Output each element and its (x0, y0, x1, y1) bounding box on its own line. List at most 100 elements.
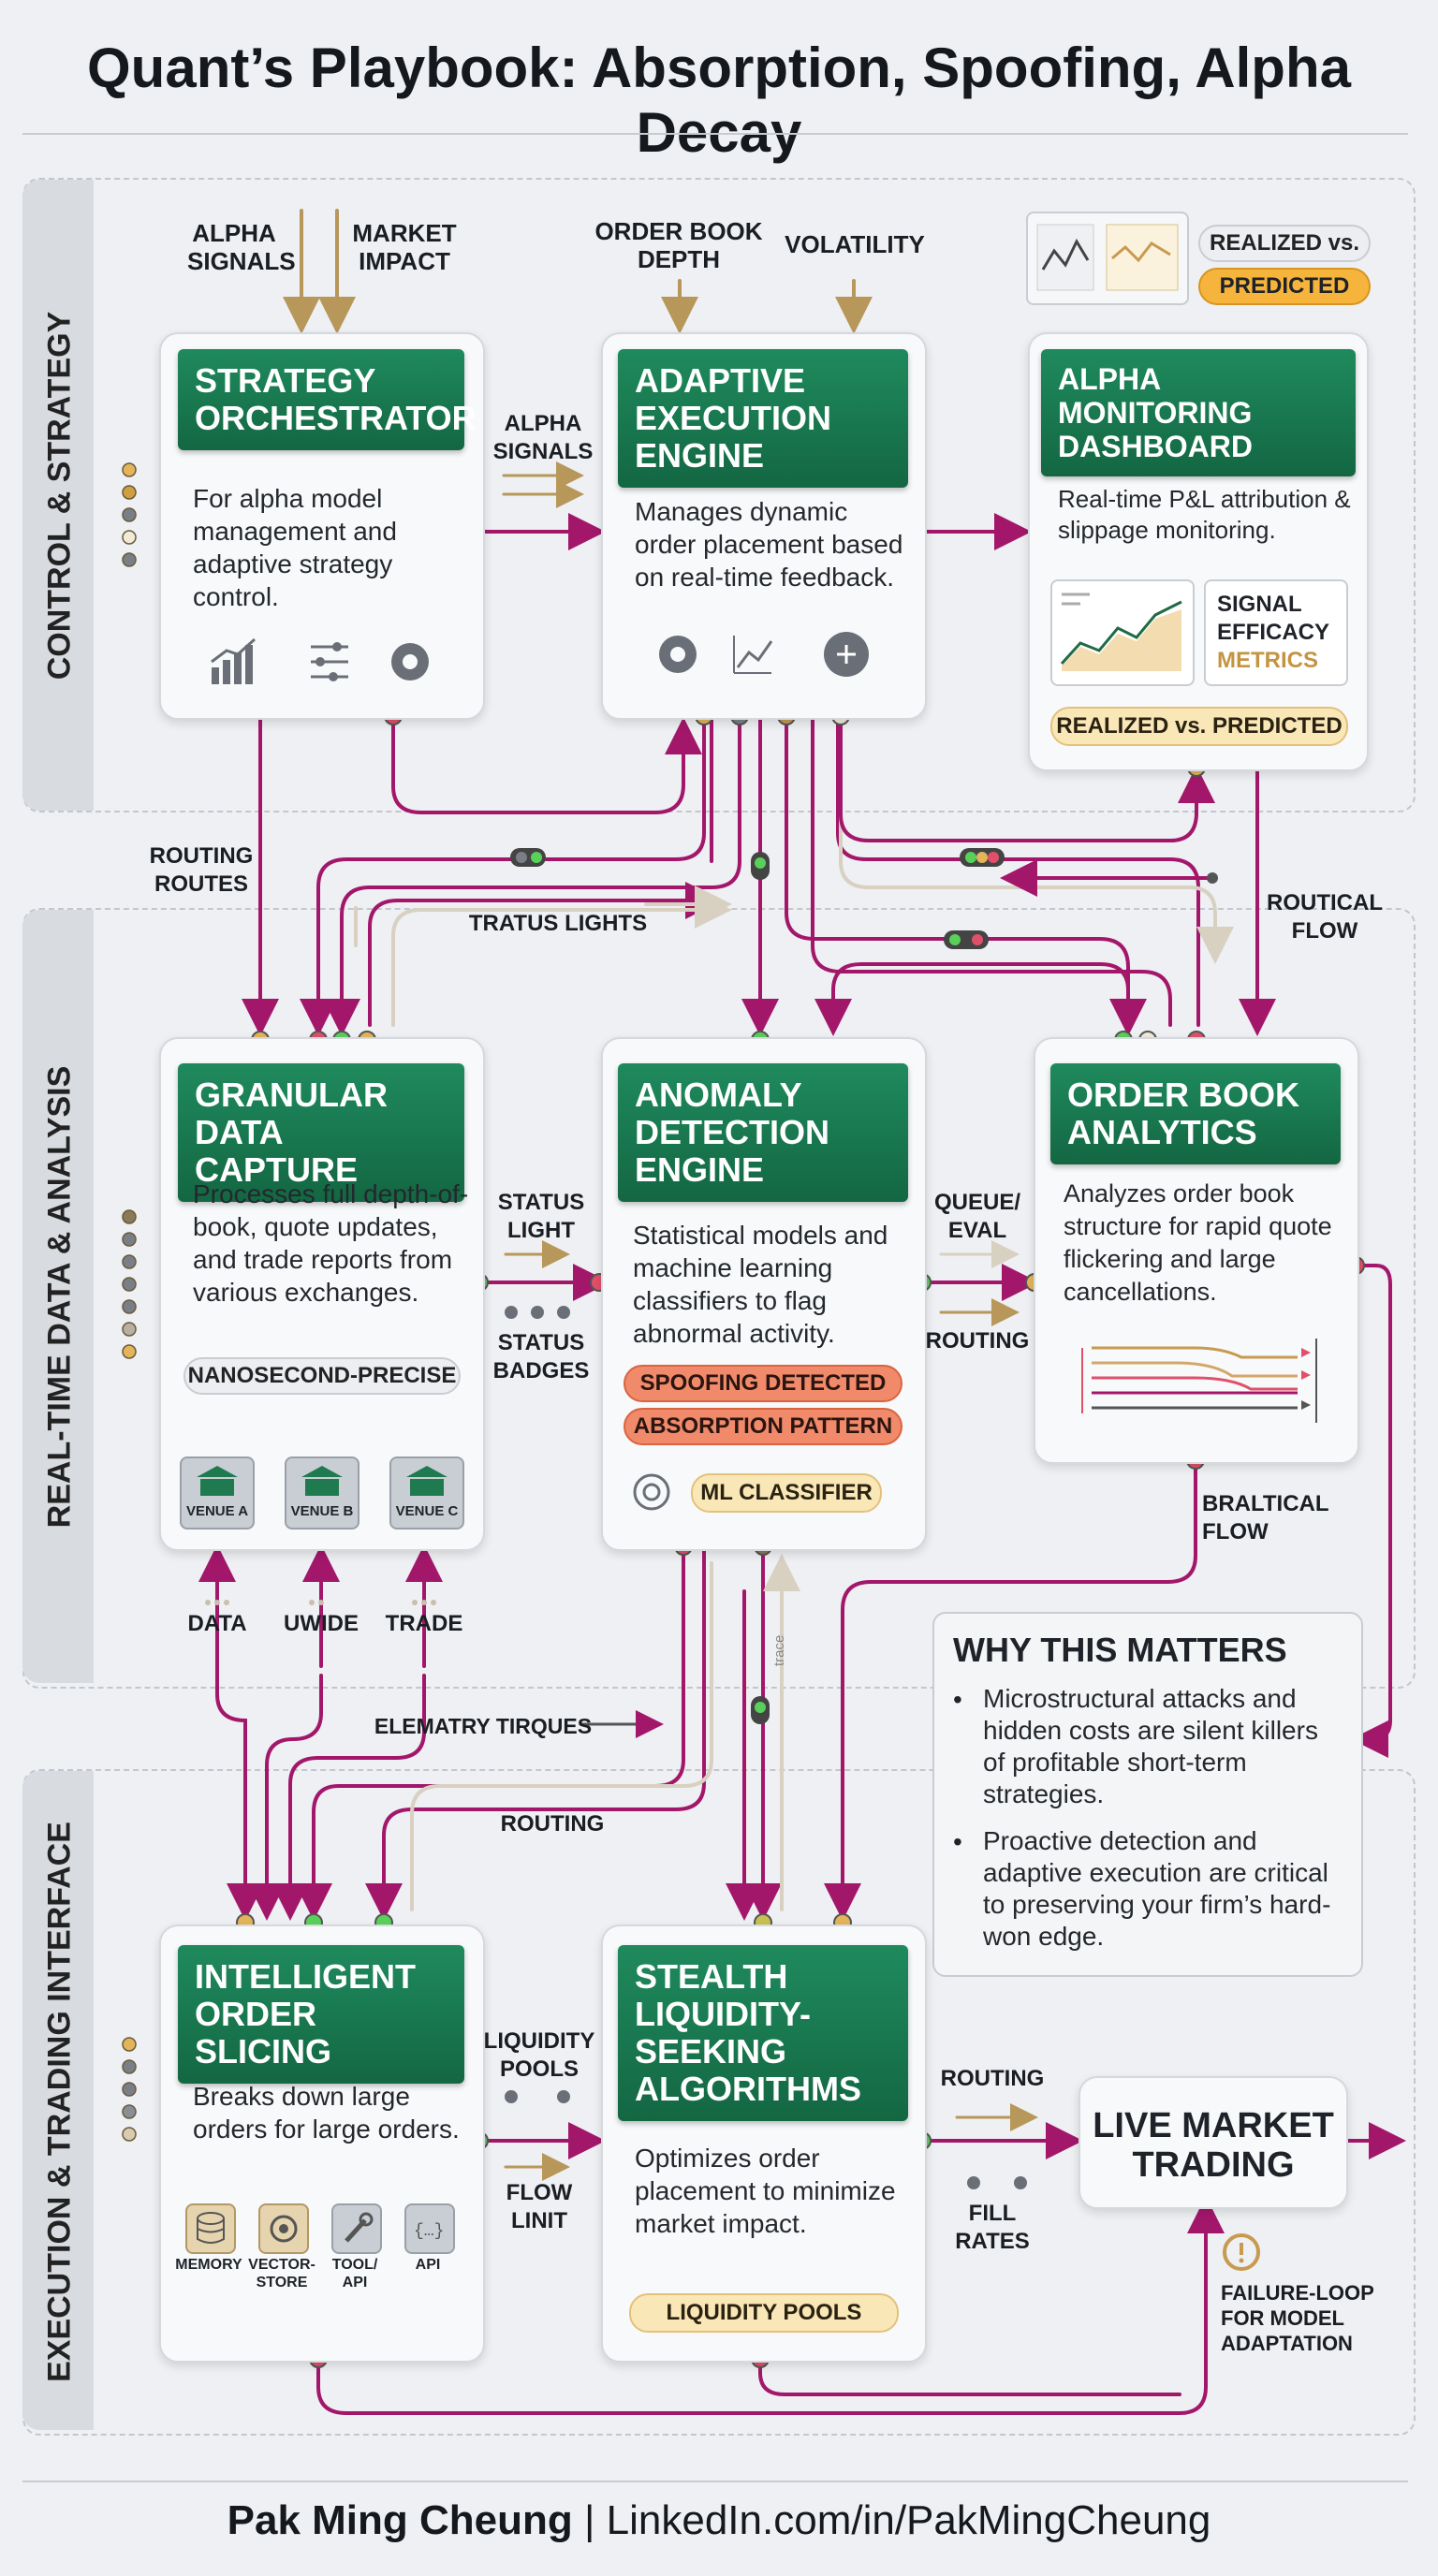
stealth-liquidity-title: STEALTH LIQUIDITY-SEEKING ALGORITHMS (618, 1945, 908, 2121)
absorption-pattern-pill: ABSORPTION PATTERN (624, 1408, 902, 1445)
signal-text: SIGNAL (1217, 592, 1302, 617)
granular-data-card[interactable]: GRANULAR DATA CAPTURE Processes full dep… (159, 1037, 485, 1551)
alpha-monitoring-title: ALPHA MONITORING DASHBOARD (1041, 349, 1356, 476)
venue-c-label: VENUE C (395, 1503, 459, 1519)
metrics-text: METRICS (1217, 648, 1318, 673)
why-bullet-1: Microstructural attacks and hidden costs… (983, 1684, 1318, 1808)
venue-c: VENUE C (389, 1456, 464, 1530)
memory-icon (185, 2203, 236, 2254)
api-icon: {…} (404, 2203, 455, 2254)
order-slicing-card[interactable]: INTELLIGENT ORDER SLICING Breaks down la… (159, 1925, 485, 2363)
label-trade: TRADE (385, 1611, 463, 1636)
strategy-icons (211, 637, 429, 684)
mini-dashboard-icon (1026, 212, 1189, 305)
adaptive-execution-title: ADAPTIVE EXECUTION ENGINE (618, 349, 908, 488)
label-routing-2: ROUTING (500, 1811, 605, 1837)
label-routical-flow: ROUTICAL FLOW (1267, 890, 1383, 944)
badge-realized: REALIZED vs. (1198, 225, 1371, 262)
badge-predicted: PREDICTED (1198, 268, 1371, 305)
svg-text:{…}: {…} (414, 2222, 444, 2241)
anomaly-detection-title: ANOMALY DETECTION ENGINE (618, 1063, 908, 1202)
why-this-matters-panel: WHY THIS MATTERS • Microstructural attac… (932, 1612, 1363, 1977)
venue-b-label: VENUE B (290, 1503, 354, 1519)
venue-b: VENUE B (285, 1456, 360, 1530)
band-control-label-bg (22, 180, 94, 811)
label-failure-loop: FAILURE-LOOP FOR MODEL ADAPTATION (1221, 2281, 1374, 2355)
label-routing-3: ROUTING (940, 2066, 1045, 2091)
page-title: Quant’s Playbook: Absorption, Spoofing, … (87, 37, 1351, 164)
label-braltical-flow: BRALTICAL FLOW (1202, 1491, 1329, 1544)
live-market-trading-title: LIVE MARKET TRADING (1093, 2106, 1334, 2185)
band-execution-label-bg (22, 1771, 94, 2430)
anomaly-detection-card[interactable]: ANOMALY DETECTION ENGINE Statistical mod… (601, 1037, 927, 1551)
label-uwide: UWIDE (284, 1611, 359, 1636)
granular-data-desc: Processes full depth-of-book, quote upda… (193, 1179, 469, 1307)
venue-a: VENUE A (180, 1456, 255, 1530)
author-name: Pak Ming Cheung (227, 2497, 573, 2543)
order-slicing-title: INTELLIGENT ORDER SLICING (178, 1945, 464, 2084)
label-tratus-lights: TRATUS LIGHTS (468, 911, 648, 936)
live-market-trading-card[interactable]: LIVE MARKET TRADING (1078, 2076, 1348, 2209)
label-fill-rates: FILL RATES (955, 2201, 1030, 2254)
input-market-impact: MARKET IMPACT (352, 219, 457, 275)
spoofing-detected-pill: SPOOFING DETECTED (624, 1365, 902, 1402)
order-book-chart (1081, 1339, 1317, 1423)
label-alpha-signals: ALPHA SIGNALS (492, 411, 594, 464)
footer-divider (22, 2481, 1408, 2482)
label-liquidity-pools: LIQUIDITY POOLS (483, 2028, 595, 2082)
adaptive-icons (659, 632, 869, 677)
order-book-analytics-card[interactable]: ORDER BOOK ANALYTICS Analyzes order book… (1034, 1037, 1359, 1464)
failure-loop-icon (1223, 2233, 1260, 2271)
anomaly-detection-desc: Statistical models and machine learning … (633, 1221, 888, 1348)
nanosecond-pill: NANOSECOND-PRECISE (183, 1357, 461, 1395)
vector-store-icon (258, 2203, 309, 2254)
label-routing-routes: ROUTING ROUTES (149, 843, 254, 897)
tool-api2-label: API (415, 2257, 441, 2273)
efficacy-text: EFFICACY (1217, 620, 1329, 645)
input-alpha-signals: ALPHA SIGNALS (187, 219, 296, 275)
linkedin-link[interactable]: LinkedIn.com/in/PakMingCheung (606, 2497, 1211, 2543)
label-status-badges: STATUS BADGES (492, 1330, 590, 1383)
pnl-chart-icon (1050, 579, 1195, 686)
footer: Pak Ming Cheung | LinkedIn.com/in/PakMin… (0, 2497, 1438, 2544)
label-trace: trace (771, 1634, 787, 1666)
band-realtime-label-bg (22, 910, 94, 1683)
ml-classifier-pill: ML CLASSIFIER (691, 1473, 882, 1513)
tool-api-label: TOOL/ API (331, 2257, 378, 2291)
ml-brain-icon (633, 1473, 670, 1511)
input-volatility: VOLATILITY (785, 230, 925, 258)
venue-a-label: VENUE A (185, 1503, 249, 1519)
label-elematry-tirques: ELEMATRY TIRQUES (374, 1714, 593, 1738)
strategy-orchestrator-desc: For alpha model management and adaptive … (193, 484, 397, 611)
signal-efficacy-box: SIGNAL EFFICACY METRICS (1204, 579, 1348, 686)
why-title: WHY THIS MATTERS (953, 1631, 1287, 1669)
label-status-light: STATUS LIGHT (497, 1190, 585, 1243)
tool-vector-label: VECTOR- STORE (248, 2257, 315, 2291)
label-flow-limit: FLOW LINIT (506, 2180, 573, 2233)
stealth-liquidity-desc: Optimizes order placement to minimize ma… (635, 2144, 896, 2238)
label-routing: ROUTING (925, 1328, 1030, 1354)
adaptive-execution-desc: Manages dynamic order placement based on… (635, 497, 903, 592)
alpha-monitoring-card[interactable]: ALPHA MONITORING DASHBOARD Real-time P&L… (1028, 332, 1369, 771)
strategy-orchestrator-title: STRATEGY ORCHESTRATOR (178, 349, 477, 450)
wrench-icon (331, 2203, 382, 2254)
alpha-realized-predicted-pill: REALIZED vs. PREDICTED (1050, 707, 1348, 746)
strategy-orchestrator-card[interactable]: STRATEGY ORCHESTRATOR For alpha model ma… (159, 332, 485, 720)
liquidity-pools-pill: LIQUIDITY POOLS (629, 2293, 899, 2333)
side-dot-stacks (122, 462, 137, 2142)
stealth-liquidity-card[interactable]: STEALTH LIQUIDITY-SEEKING ALGORITHMS Opt… (601, 1925, 927, 2363)
granular-data-title: GRANULAR DATA CAPTURE (178, 1063, 464, 1202)
status-lights (510, 848, 1218, 1724)
order-book-analytics-title: ORDER BOOK ANALYTICS (1050, 1063, 1341, 1164)
alpha-monitoring-desc: Real-time P&L attribution & slippage mon… (1058, 485, 1351, 544)
tool-memory-label: MEMORY (175, 2257, 242, 2273)
order-book-analytics-desc: Analyzes order book structure for rapid … (1064, 1179, 1332, 1306)
label-queue-eval: QUEUE/ EVAL (933, 1190, 1020, 1243)
order-slicing-desc: Breaks down large orders for large order… (193, 2082, 460, 2144)
footer-separator: | (572, 2497, 607, 2543)
title-divider (22, 133, 1408, 135)
why-bullet-2: Proactive detection and adaptive executi… (983, 1826, 1331, 1951)
adaptive-execution-card[interactable]: ADAPTIVE EXECUTION ENGINE Manages dynami… (601, 332, 927, 720)
input-order-book-depth: ORDER BOOK DEPTH (594, 217, 763, 273)
label-data: DATA (187, 1611, 247, 1636)
